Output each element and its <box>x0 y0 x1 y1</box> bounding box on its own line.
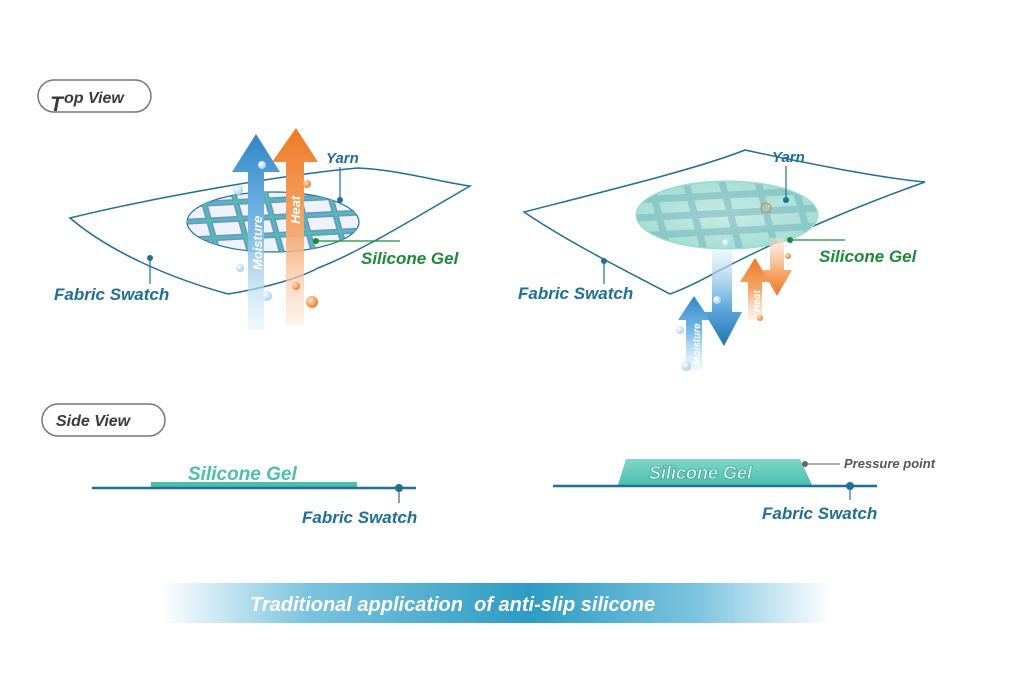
moisture-arrow-label-left: Moisture <box>250 216 265 270</box>
side-view-right: Silicone Gel Fabric Swatch Pressure poin… <box>553 456 936 523</box>
silicone-gel-layer-side-left <box>151 482 357 487</box>
moisture-bubble <box>233 185 243 195</box>
moisture-bubble <box>236 264 244 272</box>
top-view-pill-initial: T <box>50 93 65 116</box>
silicone-gel-label-side-right: Silicone Gel <box>649 463 753 483</box>
caption-banner: Traditional application of anti-slip sil… <box>160 583 832 623</box>
moisture-bubble <box>262 291 272 301</box>
heat-bubble <box>306 296 318 308</box>
fabric-swatch-marker-left <box>147 255 153 261</box>
heat-arrow-down-right <box>762 238 792 296</box>
fabric-swatch-label-side-right: Fabric Swatch <box>762 504 877 523</box>
pressure-point-label: Pressure point <box>844 456 936 471</box>
silicone-gel-marker-left <box>313 238 319 244</box>
side-view-pill: Side View <box>41 403 166 437</box>
fabric-swatch-label-left: Fabric Swatch <box>54 285 169 304</box>
heat-bubble <box>303 180 311 188</box>
heat-bubble <box>760 202 772 214</box>
silicone-gel-bead-side-right <box>618 459 812 485</box>
fabric-swatch-label-right: Fabric Swatch <box>518 284 633 303</box>
moisture-bubble <box>681 361 691 371</box>
side-view-pill-border <box>41 403 166 437</box>
top-view-pill: T op View <box>37 79 152 116</box>
heat-arrow-label-right: Heat <box>752 290 763 312</box>
heat-arrow-left <box>272 128 318 325</box>
side-view-left: Silicone Gel Fabric Swatch <box>92 464 417 527</box>
moisture-arrow-left <box>232 134 280 330</box>
yarn-label-left: Yarn <box>326 150 359 167</box>
fabric-swatch-label-side-left: Fabric Swatch <box>302 508 417 527</box>
top-view-left: Moisture Heat Yarn Silicone Gel Fabric S… <box>54 128 473 330</box>
side-view-pill-label: Side View <box>56 413 132 430</box>
top-view-pill-border <box>37 79 152 113</box>
heat-bubble <box>785 253 791 259</box>
heat-arrow-label-left: Heat <box>288 195 303 224</box>
moisture-bubble <box>713 296 721 304</box>
caption-banner-background <box>160 583 832 623</box>
yarn-marker-left <box>337 197 343 203</box>
moisture-arrow-up-right <box>678 296 710 370</box>
silicone-gel-label-right: Silicone Gel <box>819 247 918 266</box>
silicone-gel-marker-right <box>787 237 793 243</box>
heat-bubble <box>292 282 300 290</box>
top-view-right: Moisture Heat Yarn Silicone Gel Fabric S… <box>518 149 926 371</box>
moisture-bubble <box>676 326 684 334</box>
heat-arrow-up-right <box>740 258 770 320</box>
moisture-arrow-down-right <box>704 250 742 346</box>
fabric-swatch-marker-right <box>601 258 607 264</box>
top-view-pill-label: op View <box>64 90 125 107</box>
heat-bubble <box>757 315 763 321</box>
moisture-bubble <box>722 239 730 247</box>
silicone-gel-label-side-left: Silicone Gel <box>188 464 297 485</box>
silicone-gel-label-left: Silicone Gel <box>361 249 460 268</box>
moisture-arrow-label-right: Moisture <box>692 323 703 365</box>
yarn-marker-right <box>783 197 789 203</box>
moisture-bubble <box>258 161 266 169</box>
silicone-gel-patch-right <box>635 180 819 250</box>
yarn-label-right: Yarn <box>772 149 805 166</box>
caption-banner-text: Traditional application of anti-slip sil… <box>250 594 655 616</box>
